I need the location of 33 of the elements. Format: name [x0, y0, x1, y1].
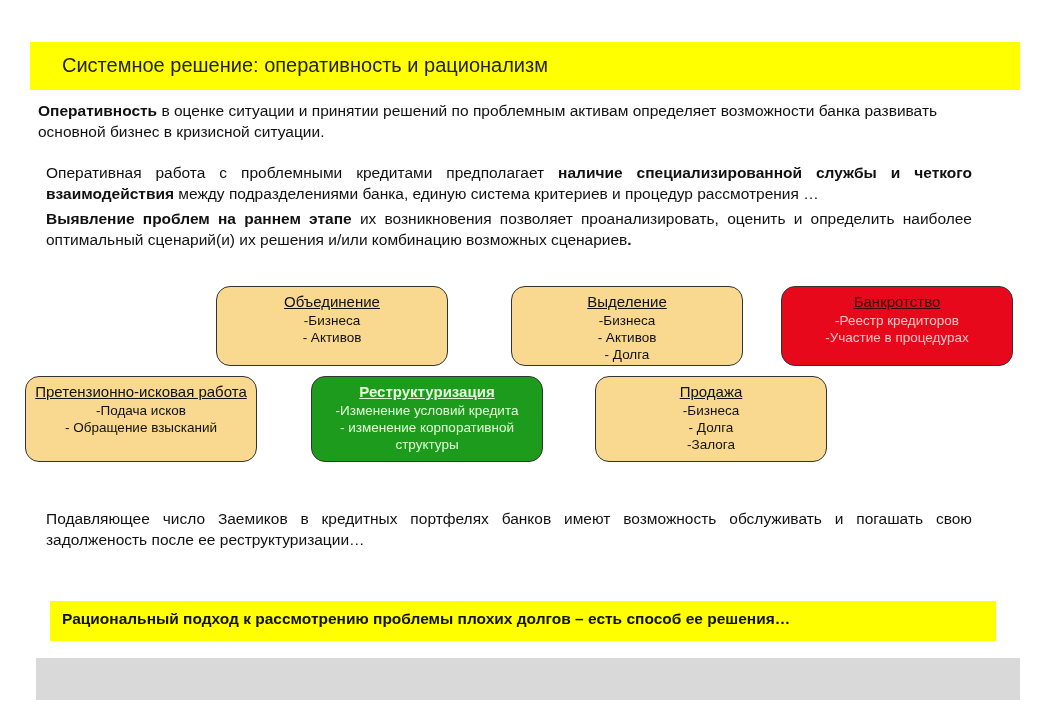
paragraph: Оперативность в оценке ситуации и принятии решений по проблемным активам определяет возможности банка развивать основной бизнес в кризисной ситуации.: [38, 101, 939, 142]
option-item: -Участие в процедурах: [825, 329, 969, 346]
option-box: [216, 286, 448, 366]
option-item: - Долга: [604, 346, 650, 363]
option-box: [595, 376, 827, 462]
option-title: Продажа: [679, 382, 743, 401]
option-item: - Долга: [688, 419, 734, 436]
option-item: - Активов: [302, 329, 362, 346]
option-box: [311, 376, 543, 462]
paragraph: Оперативная работа с проблемными кредитами предполагает наличие специализированной службы и четкого взаимодействия между подразделениями банка, единую система критериев и процедур рассмотрения …: [46, 163, 972, 204]
option-item: -Бизнеса: [303, 312, 361, 329]
option-item: -Подача исков: [96, 402, 186, 419]
option-box: [511, 286, 743, 366]
option-item: - Активов: [597, 329, 657, 346]
option-item: -Бизнеса: [598, 312, 656, 329]
option-title: Банкротство: [853, 292, 941, 311]
option-item: - изменение корпоративной структуры: [339, 419, 515, 453]
option-item: -Бизнеса: [682, 402, 740, 419]
option-title: Претензионно-исковая работа: [35, 382, 247, 401]
option-item: -Изменение условий кредита: [335, 402, 519, 419]
option-item: -Реестр кредиторов: [835, 312, 959, 329]
paragraph: Подавляющее число Заемиков в кредитных портфелях банков имеют возможность обслуживать и погашать свою задолженость после ее реструктуризации…: [46, 509, 972, 550]
highlight-band: [50, 601, 996, 641]
option-title: Реструктуризация: [359, 382, 495, 401]
paragraph: Выявление проблем на раннем этапе их возникновения позволяет проанализировать, оценить и определить наиболее оптимальный сценарий(и) их решения и/или комбинацию возможных сценариев.: [46, 209, 972, 250]
option-box: [25, 376, 257, 462]
option-title: Объединение: [284, 292, 380, 311]
option-item: - Обращение взысканий: [64, 419, 218, 436]
option-box: [781, 286, 1013, 366]
option-title: Выделение: [587, 292, 667, 311]
conclusion-text: Рациональный подход к рассмотрению проблемы плохих долгов – есть способ ее решения…: [62, 609, 791, 629]
slide-title: Системное решение: оперативность и рационализм: [62, 53, 548, 77]
option-item: -Залога: [687, 436, 735, 453]
